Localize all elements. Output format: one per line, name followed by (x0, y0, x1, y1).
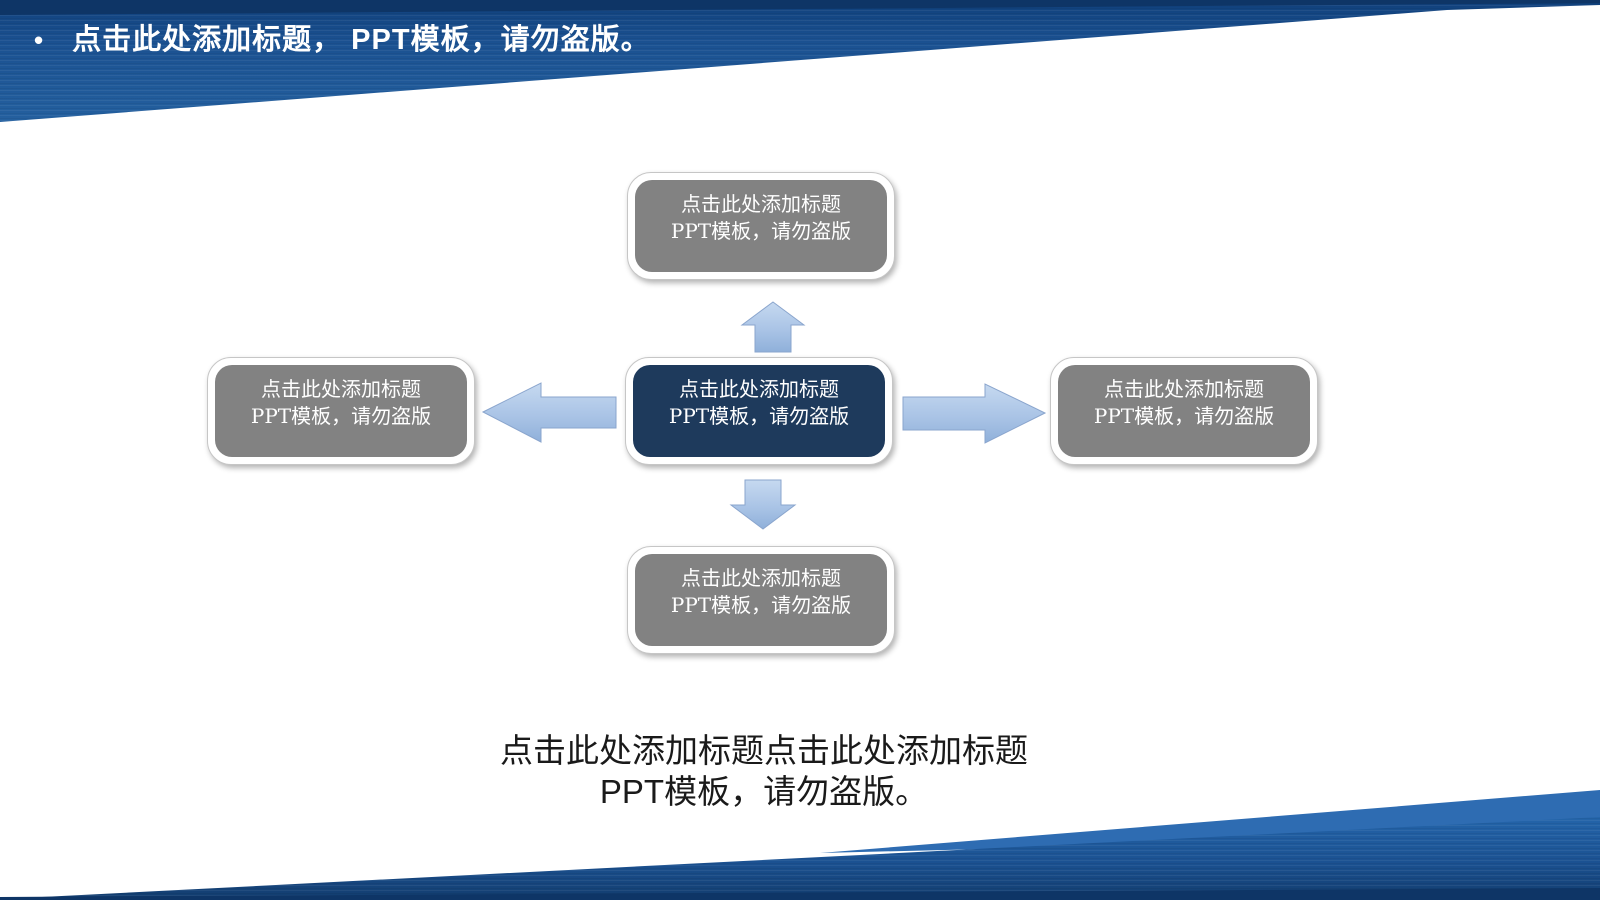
diagram-box-bottom-body: 点击此处添加标题 PPT模板，请勿盗版 (635, 554, 887, 646)
caption-line1: 点击此处添加标题点击此处添加标题 (500, 732, 1028, 769)
arrow-down-icon (729, 479, 797, 530)
footer-bottom-edge (0, 888, 1600, 900)
diagram-box-top-body: 点击此处添加标题 PPT模板，请勿盗版 (635, 180, 887, 272)
box-label-line2: PPT模板，请勿盗版 (1093, 404, 1275, 428)
box-label-line1: 点击此处添加标题 (261, 377, 421, 401)
title-bullet: • (34, 25, 45, 55)
diagram-box-right-body: 点击此处添加标题 PPT模板，请勿盗版 (1058, 365, 1310, 457)
box-label-line2: PPT模板，请勿盗版 (250, 404, 432, 428)
box-label-line1: 点击此处添加标题 (681, 566, 841, 590)
arrow-left-icon (481, 382, 617, 443)
title-text: 点击此处添加标题， PPT模板，请勿盗版。 (72, 24, 651, 56)
caption-textbox[interactable]: 点击此处添加标题点击此处添加标题 PPT模板，请勿盗版。 (364, 730, 1164, 812)
diagram-box-left-body: 点击此处添加标题 PPT模板，请勿盗版 (215, 365, 467, 457)
box-label-line2: PPT模板，请勿盗版 (668, 404, 850, 428)
diagram-box-right[interactable]: 点击此处添加标题 PPT模板，请勿盗版 (1050, 357, 1318, 465)
diagram-box-center-body: 点击此处添加标题 PPT模板，请勿盗版 (633, 365, 885, 457)
footer-band-texture (0, 817, 1600, 900)
box-label-line2: PPT模板，请勿盗版 (670, 593, 852, 617)
diagram-box-center[interactable]: 点击此处添加标题 PPT模板，请勿盗版 (625, 357, 893, 465)
arrow-right-icon (902, 383, 1047, 444)
box-label-line1: 点击此处添加标题 (681, 192, 841, 216)
slide-title[interactable]: • 点击此处添加标题， PPT模板，请勿盗版。 (34, 20, 651, 60)
diagram-box-left[interactable]: 点击此处添加标题 PPT模板，请勿盗版 (207, 357, 475, 465)
caption-line2: PPT模板，请勿盗版。 (599, 773, 929, 810)
diagram-box-bottom[interactable]: 点击此处添加标题 PPT模板，请勿盗版 (627, 546, 895, 654)
header-top-edge (0, 0, 1600, 15)
arrow-up-icon (740, 301, 806, 353)
header-band-texture (0, 0, 1600, 122)
box-label-line2: PPT模板，请勿盗版 (670, 219, 852, 243)
box-label-line1: 点击此处添加标题 (1104, 377, 1264, 401)
diagram-box-top[interactable]: 点击此处添加标题 PPT模板，请勿盗版 (627, 172, 895, 280)
box-label-line1: 点击此处添加标题 (679, 377, 839, 401)
